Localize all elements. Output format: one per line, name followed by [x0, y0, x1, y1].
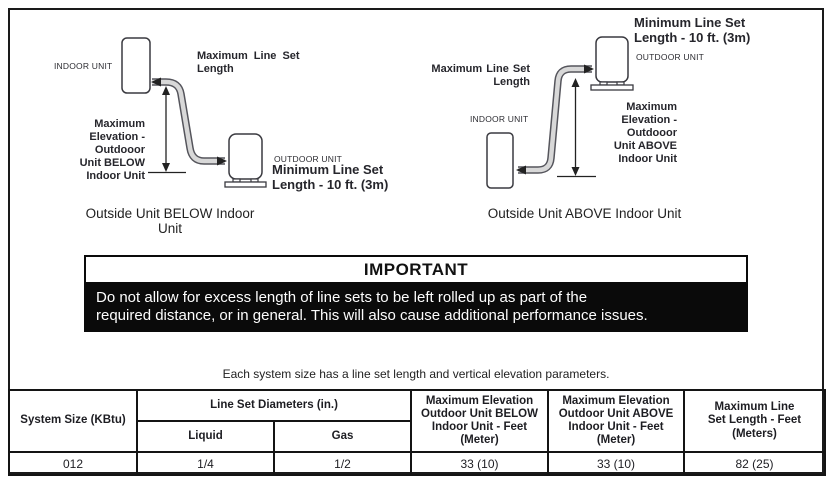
col-header-max-elev-below: Maximum Elevation Outdoor Unit BELOW Ind…	[410, 389, 549, 453]
col-header-liquid: Liquid	[136, 420, 275, 453]
important-title: IMPORTANT	[84, 255, 748, 284]
cell-max-elev-above: 33 (10)	[547, 451, 685, 476]
col-header-system-size: System Size (KBtu)	[8, 389, 138, 453]
outdoor-unit-shape	[595, 36, 629, 83]
col-header-gas: Gas	[273, 420, 412, 453]
cell-liquid: 1/4	[136, 451, 275, 476]
min-line-set-label: Minimum Line Set Length - 10 ft. (3m)	[272, 162, 389, 192]
dimension-arrow-up-icon	[162, 86, 170, 95]
cell-max-line-set: 82 (25)	[683, 451, 826, 476]
outdoor-unit-label: OUTDOOR UNIT	[636, 52, 705, 62]
indoor-unit-shape	[121, 37, 151, 94]
indoor-unit-label: INDOOR UNIT	[470, 114, 529, 124]
important-notice: IMPORTANT Do not allow for excess length…	[84, 255, 748, 332]
max-elevation-above-label: Maximum Elevation - Outdooor Unit ABOVE …	[613, 101, 677, 165]
arrow-into-indoor-icon	[151, 77, 161, 87]
col-header-line-set-diameters: Line Set Diameters (in.)	[136, 389, 412, 422]
diagram-outdoor-above	[486, 36, 634, 189]
max-line-set-label: Maximum Line Set Length	[197, 50, 300, 75]
pipe-fill	[518, 66, 592, 173]
cell-max-elev-below: 33 (10)	[410, 451, 549, 476]
indoor-unit-shape	[486, 132, 514, 189]
cell-system-size: 012	[8, 451, 138, 476]
diagram-outdoor-below	[121, 37, 267, 188]
min-line-set-label: Minimum Line Set Length - 10 ft. (3m)	[634, 15, 751, 45]
table-row: 012 1/4 1/2 33 (10) 33 (10) 82 (25)	[8, 451, 826, 476]
cell-gas: 1/2	[273, 451, 412, 476]
dimension-arrow-up-icon	[571, 78, 580, 87]
unit-base	[590, 84, 634, 91]
unit-base	[224, 181, 267, 188]
max-line-set-label: Maximum Line Set Length	[431, 63, 530, 88]
arrow-into-outdoor-icon	[584, 64, 594, 74]
outdoor-unit-shape	[228, 133, 263, 180]
dimension-arrow-down-icon	[571, 167, 580, 176]
outdoor-unit-label: OUTDOOR UNIT	[274, 154, 343, 164]
col-header-max-elev-above: Maximum Elevation Outdoor Unit ABOVE Ind…	[547, 389, 685, 453]
dimension-arrow-down-icon	[162, 163, 170, 172]
diagram-caption-below: Outside Unit BELOW Indoor Unit	[85, 206, 255, 236]
diagram-caption-above: Outside Unit ABOVE Indoor Unit	[487, 206, 682, 221]
table-note: Each system size has a line set length a…	[222, 367, 610, 381]
important-body-text: Do not allow for excess length of line s…	[84, 284, 748, 332]
arrow-into-outdoor-icon	[217, 156, 227, 166]
max-elevation-below-label: Maximum Elevation - Outdooor Unit BELOW …	[79, 118, 145, 182]
col-header-max-line-set: Maximum Line Set Length - Feet (Meters)	[683, 389, 826, 453]
pipe-fill	[152, 79, 225, 164]
indoor-unit-label: INDOOR UNIT	[54, 61, 113, 71]
line-set-spec-table: System Size (KBtu) Line Set Diameters (i…	[8, 389, 826, 476]
arrow-into-indoor-icon	[516, 165, 526, 175]
